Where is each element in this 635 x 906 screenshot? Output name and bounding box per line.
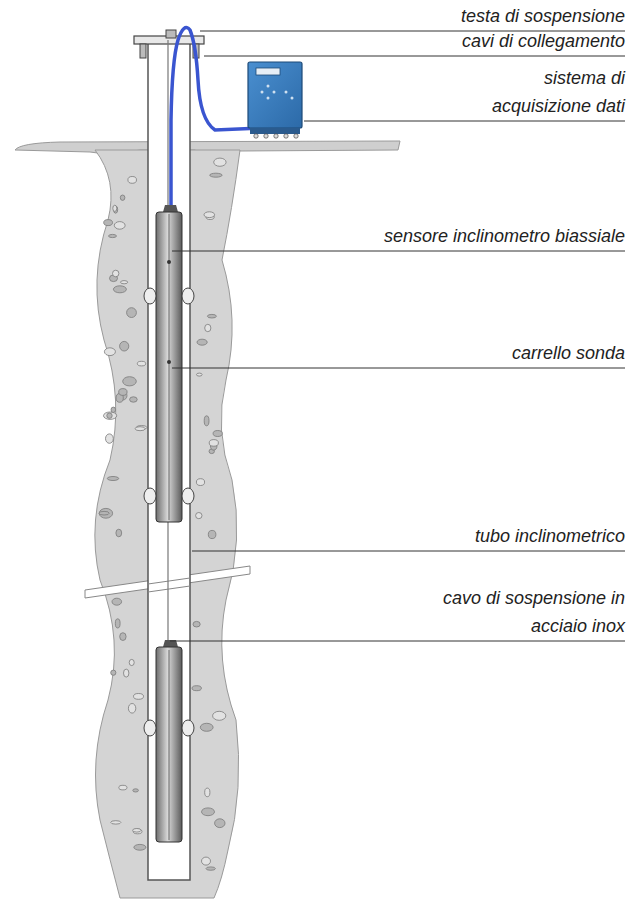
pebbles — [99, 158, 226, 870]
leader-lines — [170, 31, 625, 641]
probe-carriage — [156, 647, 182, 842]
data-logger — [248, 62, 302, 128]
part-label: tubo inclinometrico — [325, 522, 625, 550]
part-label: carrello sonda — [325, 339, 625, 367]
part-label: sistema di acquisizione dati — [450, 64, 625, 120]
part-label: sensore inclinometro biassiale — [305, 222, 625, 250]
part-label: testa di sospensione — [325, 2, 625, 30]
part-label: cavi di collegamento — [325, 27, 625, 55]
inclinometer-tube — [148, 42, 190, 880]
part-label: cavo di sospensione in acciaio inox — [435, 584, 625, 640]
probe-carriage — [156, 212, 182, 522]
